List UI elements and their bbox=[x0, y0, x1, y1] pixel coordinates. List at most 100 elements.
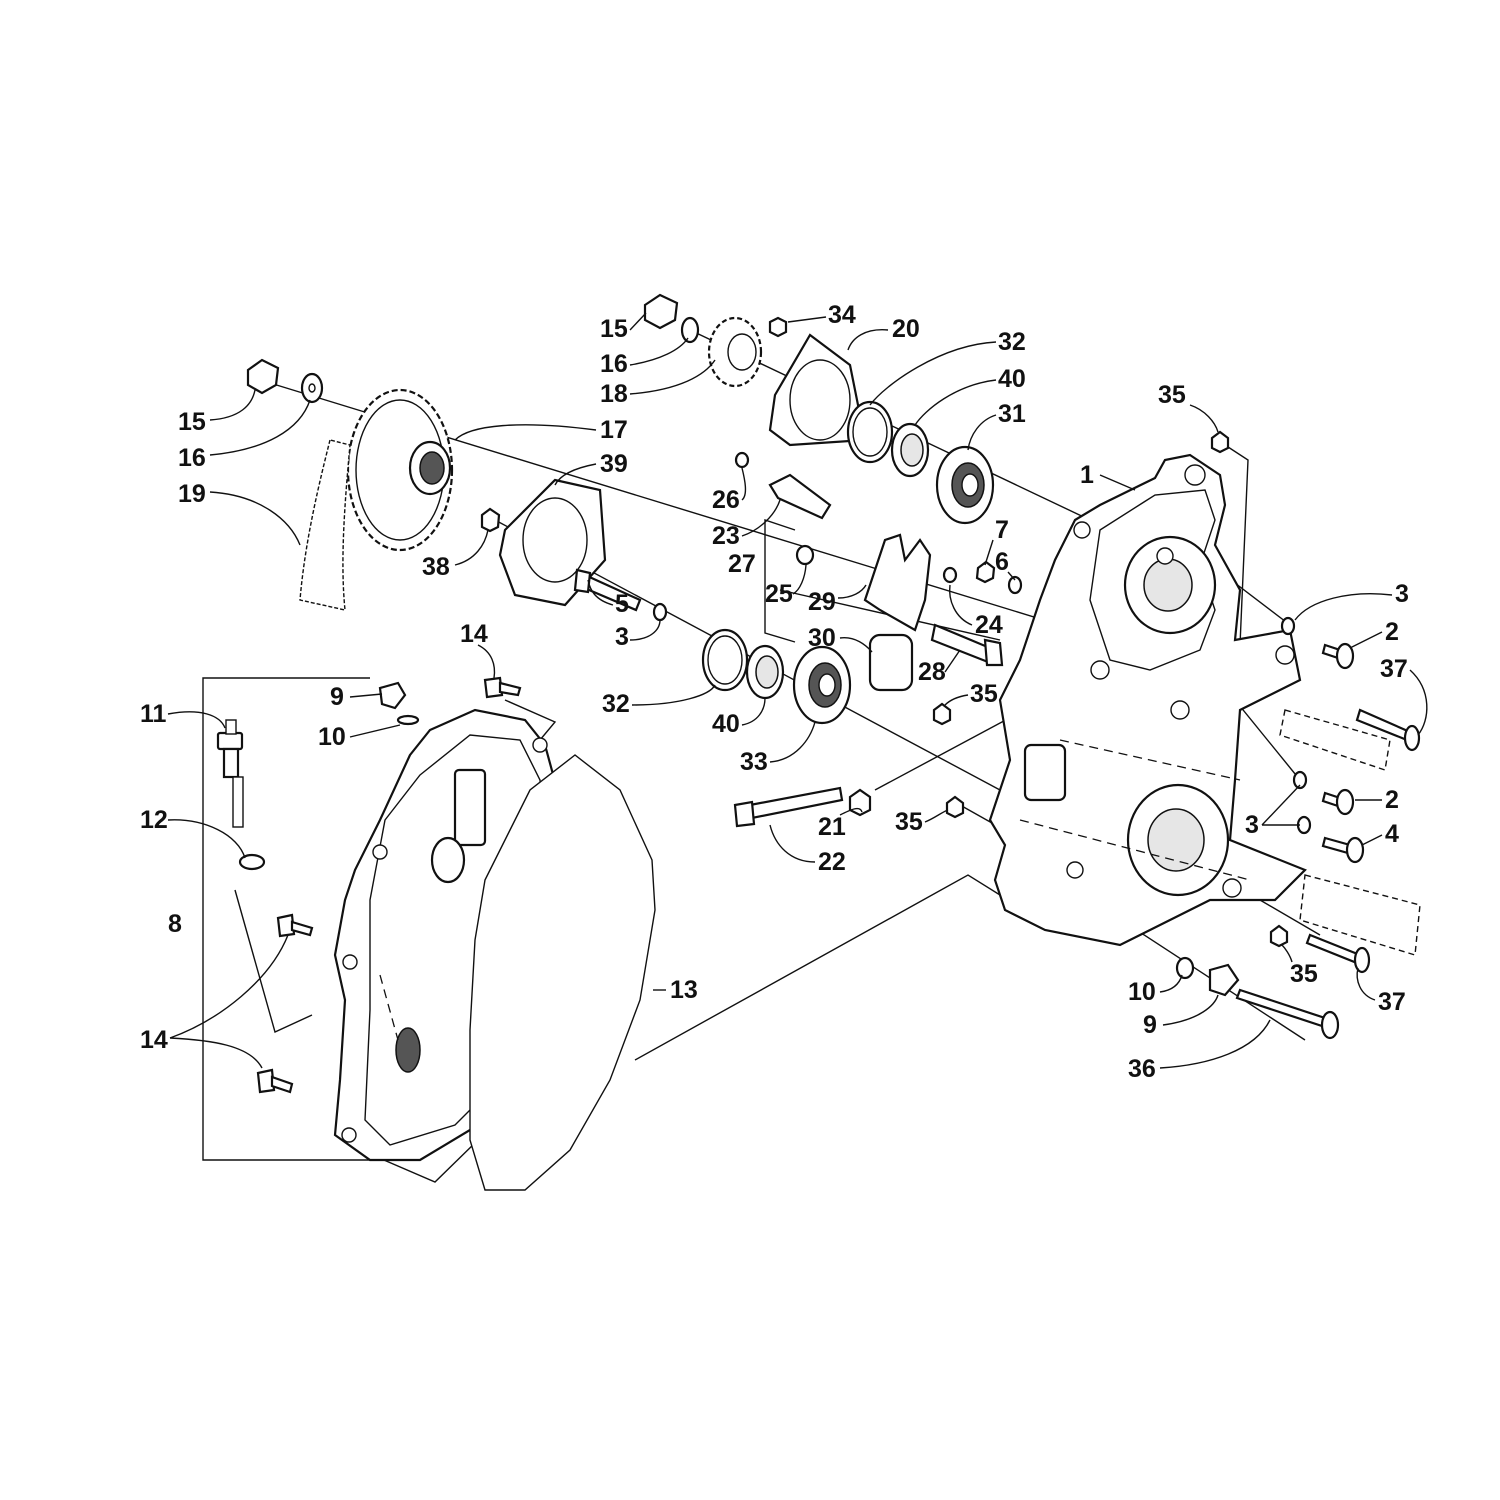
bearing-plate-20 bbox=[768, 333, 867, 447]
seal-40-bottom bbox=[745, 644, 785, 700]
callout-14: 14 bbox=[460, 620, 488, 648]
bolt-14-mid bbox=[276, 913, 314, 938]
callout-15b: 15 bbox=[600, 315, 628, 343]
callout-33: 33 bbox=[740, 748, 768, 776]
screw-36 bbox=[1235, 988, 1340, 1040]
callout-10: 10 bbox=[318, 723, 346, 751]
plug-9-left bbox=[378, 681, 407, 710]
callout-20: 20 bbox=[892, 315, 920, 343]
callout-3b: 3 bbox=[615, 623, 629, 651]
callout-5: 5 bbox=[615, 590, 629, 618]
callout-38: 38 bbox=[422, 553, 450, 581]
callout-35b: 35 bbox=[970, 680, 998, 708]
callout-16: 16 bbox=[178, 444, 206, 472]
callout-14b: 14 bbox=[140, 1026, 168, 1054]
callout-19: 19 bbox=[178, 480, 206, 508]
callout-32b: 32 bbox=[602, 690, 630, 718]
slider-block-30 bbox=[868, 633, 914, 692]
chaincase-housing bbox=[988, 453, 1307, 947]
bolt-22 bbox=[733, 786, 844, 828]
spline-shaft-top bbox=[1279, 709, 1391, 771]
callout-26: 26 bbox=[712, 486, 740, 514]
washer-6 bbox=[1007, 575, 1023, 595]
callout-28: 28 bbox=[918, 658, 946, 686]
clip-26 bbox=[734, 451, 750, 469]
shaft-23 bbox=[768, 473, 832, 520]
callout-2b: 2 bbox=[1385, 786, 1399, 814]
small-sprocket bbox=[707, 316, 763, 388]
nut-15-top bbox=[643, 293, 679, 330]
callout-23: 23 bbox=[712, 522, 740, 550]
drive-chain bbox=[299, 439, 351, 611]
dipstick-11 bbox=[216, 719, 244, 828]
nut-35-mid bbox=[932, 702, 952, 726]
callout-10b: 10 bbox=[1128, 978, 1156, 1006]
tensioner-arm-29 bbox=[863, 533, 932, 632]
callout-9b: 9 bbox=[1143, 1011, 1157, 1039]
callout-4: 4 bbox=[1385, 820, 1399, 848]
callout-21: 21 bbox=[818, 813, 846, 841]
washer-3-mid bbox=[652, 602, 668, 622]
callout-27: 27 bbox=[728, 550, 756, 578]
bolt-28 bbox=[930, 623, 1004, 667]
callout-31: 31 bbox=[998, 400, 1026, 428]
callout-29: 29 bbox=[808, 588, 836, 616]
plug-9-right bbox=[1208, 963, 1240, 997]
large-sprocket bbox=[346, 388, 454, 552]
bearing-31 bbox=[935, 445, 995, 525]
callout-12: 12 bbox=[140, 806, 168, 834]
bolt-14-top bbox=[483, 676, 522, 699]
washer-3-low1 bbox=[1292, 770, 1308, 790]
callout-3: 3 bbox=[1395, 580, 1409, 608]
screw-4 bbox=[1321, 836, 1365, 864]
callout-1: 1 bbox=[1080, 461, 1094, 489]
nut-34 bbox=[768, 316, 788, 338]
washer-25 bbox=[795, 544, 815, 566]
callout-35c: 35 bbox=[895, 808, 923, 836]
callout-22: 22 bbox=[818, 848, 846, 876]
callout-37b: 37 bbox=[1378, 988, 1406, 1016]
callout-25: 25 bbox=[765, 580, 793, 608]
callout-18: 18 bbox=[600, 380, 628, 408]
screw-2-top bbox=[1321, 642, 1355, 670]
o-ring-32-bottom bbox=[701, 628, 749, 692]
callout-32: 32 bbox=[998, 328, 1026, 356]
seal-40-top bbox=[890, 422, 930, 478]
oring-10-right bbox=[1175, 956, 1195, 980]
callout-8: 8 bbox=[168, 910, 182, 938]
nut-38 bbox=[480, 507, 501, 533]
nut-35-top bbox=[1210, 430, 1230, 454]
callout-6: 6 bbox=[995, 548, 1009, 576]
screw-2-low bbox=[1321, 788, 1355, 816]
callout-40: 40 bbox=[998, 365, 1026, 393]
callout-37: 37 bbox=[1380, 655, 1408, 683]
callout-16b: 16 bbox=[600, 350, 628, 378]
callout-3c: 3 bbox=[1245, 811, 1259, 839]
callout-17: 17 bbox=[600, 416, 628, 444]
callout-11: 11 bbox=[140, 700, 167, 728]
callout-15: 15 bbox=[178, 408, 206, 436]
stud-5 bbox=[573, 568, 642, 612]
clip-24 bbox=[942, 566, 958, 584]
callout-7: 7 bbox=[995, 516, 1009, 544]
spline-shaft-low bbox=[1299, 874, 1421, 956]
washer-16-left bbox=[300, 372, 324, 404]
bearing-33 bbox=[792, 645, 852, 725]
o-ring-32-top bbox=[846, 400, 894, 464]
bolt-14-low bbox=[256, 1068, 294, 1094]
screw-37-low bbox=[1305, 933, 1371, 974]
callout-2: 2 bbox=[1385, 618, 1399, 646]
callout-34: 34 bbox=[828, 301, 856, 329]
nut-35-low bbox=[945, 795, 965, 819]
cover-gasket bbox=[469, 754, 656, 1191]
nut-21 bbox=[848, 788, 872, 817]
screw-37-top bbox=[1355, 708, 1421, 752]
callout-13: 13 bbox=[670, 976, 698, 1004]
callout-40b: 40 bbox=[712, 710, 740, 738]
callout-36: 36 bbox=[1128, 1055, 1156, 1083]
oring-12 bbox=[238, 853, 266, 871]
callout-35d: 35 bbox=[1290, 960, 1318, 988]
washer-3-top bbox=[1280, 616, 1296, 636]
callout-24: 24 bbox=[975, 611, 1003, 639]
